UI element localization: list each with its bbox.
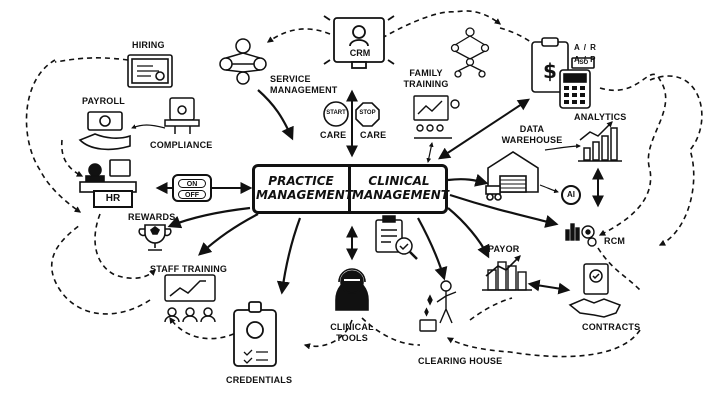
dash-left-loop [25, 59, 82, 213]
label-staff-training: STAFF TRAINING [150, 264, 228, 274]
dash-crm-service [266, 28, 331, 43]
label-hiring: HIRING [132, 40, 165, 50]
dash-hr-training [94, 213, 156, 280]
stop-sign-text: STOP [359, 110, 376, 116]
label-rcm: RCM [604, 236, 626, 246]
svg-text:$: $ [543, 59, 557, 83]
thin-arrows [131, 124, 581, 194]
ai-icon: AI [561, 185, 581, 205]
arrow-center-to-payor [447, 207, 490, 259]
dash-contracts-clearing [446, 329, 641, 358]
arrow-center-to-rewards [167, 206, 251, 229]
handshake-icon [568, 263, 622, 318]
clinical-management-label: CLINICAL MANAGEMENT [352, 174, 449, 202]
label-service-management: SERVICE MANAGEMENT [270, 74, 338, 95]
arrow-center-to-training [198, 213, 259, 256]
hr-desk-icon [79, 159, 137, 193]
dash-credentials-training [169, 316, 243, 340]
rcm-gears-icon [565, 223, 597, 247]
dash-payroll-hr [60, 139, 84, 177]
growth-city-icon [482, 255, 532, 291]
dash-clinical-credentials [303, 319, 353, 350]
label-family-training: FAMILY TRAINING [403, 68, 449, 89]
compliance-desk-icon [164, 97, 200, 134]
dash-billing-analytics [598, 73, 667, 236]
warehouse-icon [485, 151, 539, 201]
arrow-warehouse-analytics [544, 143, 581, 151]
arrow-payor-contracts [527, 279, 571, 295]
arrow-family-center [426, 142, 434, 163]
person-walking-icon [419, 280, 457, 332]
label-compliance: COMPLIANCE [150, 140, 213, 150]
label-rewards: REWARDS [128, 212, 176, 222]
arrow-compliance-payroll [131, 124, 166, 129]
arrow-center-to-rcm [449, 193, 559, 228]
iso-text: ISO [577, 60, 589, 66]
trophy-icon [138, 224, 172, 251]
label-clearing-house: CLEARING HOUSE [418, 356, 503, 366]
presentation-icon [413, 95, 460, 139]
arrow-warehouse-ai [539, 184, 559, 194]
family-network-icon [450, 27, 490, 78]
crm-monitor-icon [323, 15, 395, 69]
label-analytics: ANALYTICS [574, 112, 627, 122]
clipboard-search-icon [375, 215, 418, 260]
arrow-service-to-center [257, 89, 294, 141]
training-board-icon [164, 274, 216, 323]
on-pill: ON [178, 179, 206, 188]
crm-text: CRM [349, 48, 371, 58]
arrow-warehouse-billing [437, 98, 531, 160]
label-payroll: PAYROLL [82, 96, 125, 106]
arrow-center-to-credentials [276, 217, 302, 295]
practice-management-label: PRACTICE MANAGEMENT [256, 174, 353, 202]
start-stop-signs [323, 101, 380, 127]
service-team-icon [219, 38, 267, 85]
arrow-center-to-warehouse [447, 173, 489, 187]
arrow-center-to-clearing [417, 217, 448, 281]
off-pill: OFF [178, 190, 206, 199]
central-divider [348, 164, 351, 214]
money-hand-icon [78, 111, 131, 151]
label-payor: PAYOR [488, 244, 520, 254]
label-care-right: CARE [360, 130, 387, 140]
start-sign-text: START [326, 110, 346, 116]
dash-hiring-payroll [54, 57, 129, 63]
label-contracts: CONTRACTS [582, 322, 641, 332]
dash-training-left [50, 224, 151, 315]
label-credentials: CREDENTIALS [226, 375, 293, 385]
dash-right-loop [649, 75, 703, 246]
ar-ap-text: A / R A / P [574, 43, 597, 64]
label-care-left: CARE [320, 130, 347, 140]
label-data-warehouse: DATA WAREHOUSE [501, 124, 563, 145]
billing-calculator-icon: $ [531, 37, 595, 109]
id-badge-icon [233, 301, 277, 367]
solid-arrows [167, 89, 559, 295]
dash-clearing-back [469, 297, 513, 321]
dash-crm-family [381, 10, 501, 39]
support-agent-icon [335, 268, 369, 311]
label-clinical-tools: CLINICAL TOOLS [330, 322, 374, 343]
hr-plate: HR [93, 190, 133, 208]
certificate-icon [127, 54, 173, 88]
analytics-chart-icon [578, 121, 622, 162]
dash-rcm-contracts [597, 247, 641, 291]
on-off-toggle-icon: ON OFF [172, 174, 212, 202]
